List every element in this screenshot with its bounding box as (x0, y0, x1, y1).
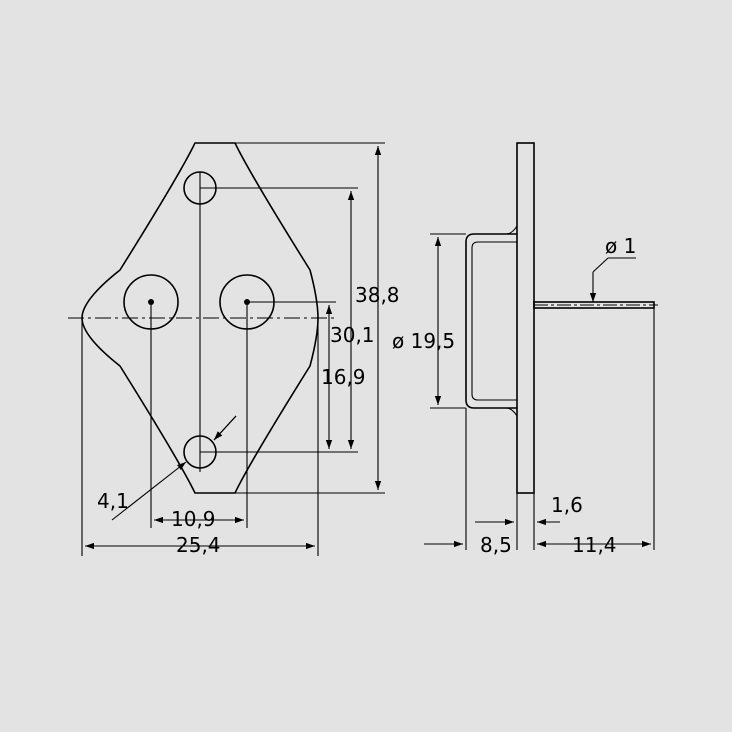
cap-diameter-label: ø 19,5 (392, 329, 455, 353)
pin-spacing-label: 10,9 (171, 507, 216, 531)
pin-to-hole-label: 16,9 (321, 365, 366, 389)
front-view (68, 142, 385, 556)
side-view (424, 142, 658, 550)
pin-length-label: 11,4 (572, 533, 617, 557)
cap-inner (471, 241, 517, 401)
height-overall-label: 38,8 (355, 283, 400, 307)
flange-plate (516, 142, 535, 494)
package-outline (81, 142, 319, 494)
width-overall-label: 25,4 (176, 533, 221, 557)
pin-diameter-label: ø 1 (605, 234, 636, 258)
flange-thickness-label: 1,6 (551, 493, 583, 517)
hole-diameter-label: 4,1 (97, 489, 129, 513)
cap-height-label: 8,5 (480, 533, 512, 557)
hole-spacing-label: 30,1 (330, 323, 375, 347)
cap-body (465, 233, 517, 409)
